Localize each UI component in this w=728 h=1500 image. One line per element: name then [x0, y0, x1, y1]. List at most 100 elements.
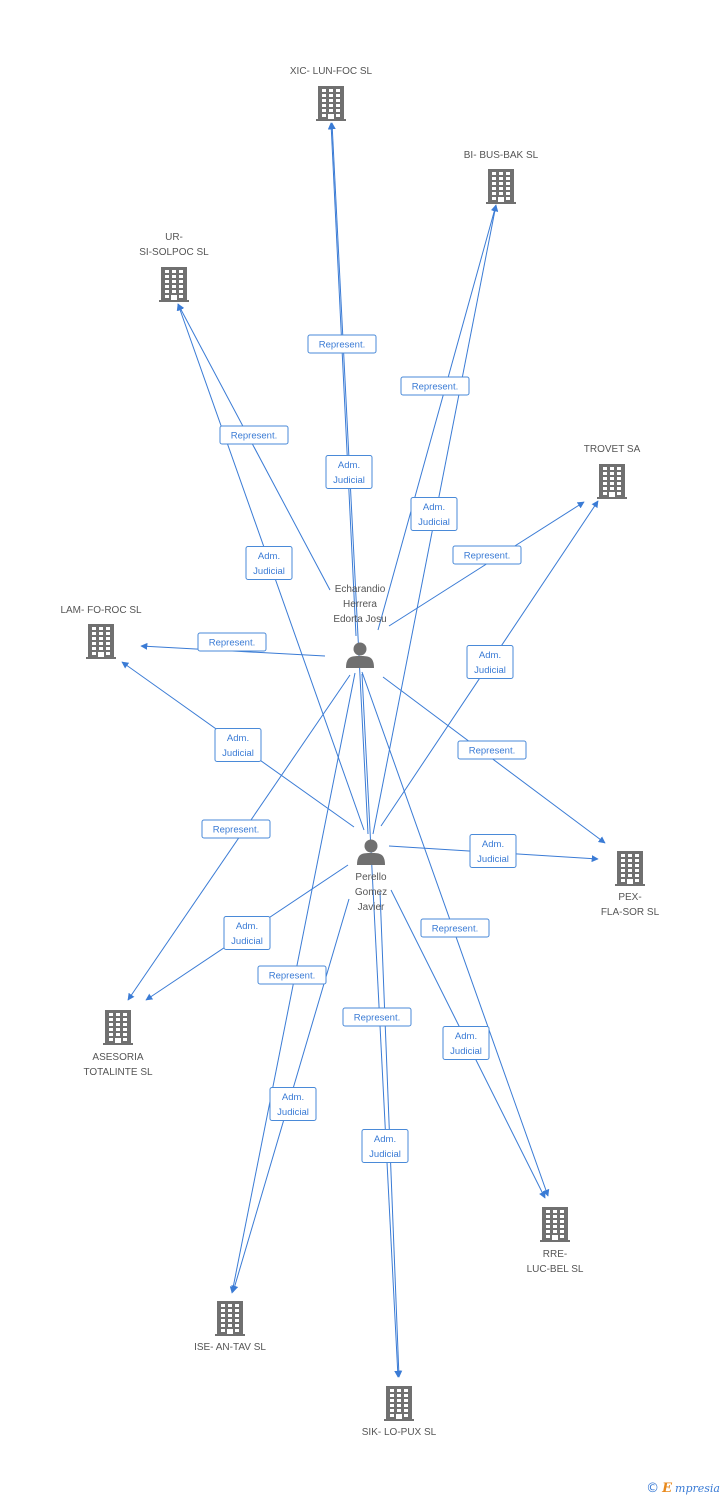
building-icon	[103, 1010, 133, 1045]
company-node-ise-an-tav-sl[interactable]: ISE- AN-TAV SL	[194, 1301, 266, 1353]
edge-label-p2-c1[interactable]: Adm.Judicial	[325, 455, 373, 489]
company-node-bi-bus-bak-sl[interactable]: BI- BUS-BAK SL	[464, 150, 539, 204]
building-icon	[86, 624, 116, 659]
edge-label-text: Represent.	[213, 825, 259, 836]
edge-label-text: Adm.	[423, 502, 445, 513]
edge-label-box	[466, 645, 514, 679]
edge-label-text: Represent.	[432, 924, 478, 935]
company-node-pex-fla-sor-sl[interactable]: PEX-FLA-SOR SL	[601, 851, 660, 918]
edge-label-text: Judicial	[474, 665, 506, 676]
edge-label-box	[325, 455, 373, 489]
company-node-xic-lun-foc-sl[interactable]: XIC- LUN-FOC SL	[290, 66, 373, 121]
edge-label-p2-c10[interactable]: Represent.	[342, 1007, 412, 1027]
building-icon	[540, 1207, 570, 1242]
edge-label-text: Represent.	[209, 638, 255, 649]
edge-label-text: Represent.	[354, 1013, 400, 1024]
edge-label-text: Judicial	[477, 854, 509, 865]
building-icon	[615, 851, 645, 886]
node-label: Herrera	[343, 599, 377, 610]
company-node-sik-lo-pux-sl[interactable]: SIK- LO-PUX SL	[362, 1386, 437, 1438]
edge-line-p1-c6	[382, 676, 606, 844]
edge-label-text: Adm.	[338, 460, 360, 471]
edge-label-box	[400, 376, 470, 396]
company-node-rre-luc-bel-sl[interactable]: RRE-LUC-BEL SL	[527, 1207, 584, 1275]
node-label: TROVET SA	[584, 444, 641, 455]
company-node-ur-si-solpoc-sl[interactable]: UR-SI-SOLPOC SL	[139, 232, 209, 302]
node-label: Gomez	[355, 887, 387, 898]
edge-label-p1-c1[interactable]: Represent.	[307, 334, 377, 354]
edge-label-text: Judicial	[231, 936, 263, 947]
node-label: TOTALINTE SL	[83, 1067, 153, 1078]
edge-label-p2-c9[interactable]: Represent.	[257, 965, 327, 985]
edge-label-p2-c2[interactable]: Adm. Judicial	[410, 497, 458, 531]
edge-label-text: Judicial	[253, 566, 285, 577]
edge-label-text: Adm.	[227, 733, 249, 744]
edge-label-box	[197, 632, 267, 652]
edge-label-p1-c6[interactable]: Represent.	[457, 740, 527, 760]
edge-label-p2-c5[interactable]: Adm.Judicial	[214, 728, 262, 762]
edge-label-text: Adm.	[282, 1092, 304, 1103]
edge-label-p1-c4[interactable]: Represent.	[452, 545, 522, 565]
edge-label-text: Adm.	[479, 650, 501, 661]
building-icon	[384, 1386, 414, 1421]
node-label: BI- BUS-BAK SL	[464, 150, 539, 161]
edge-label-box	[469, 834, 517, 868]
edge-label-box	[420, 918, 490, 938]
edge-label-p2-c7[interactable]: Adm.Judicial	[223, 916, 271, 950]
edge-label-box	[201, 819, 271, 839]
edge-label-box	[245, 546, 293, 580]
edge-label-text: Adm.	[482, 839, 504, 850]
person-icon	[346, 642, 374, 668]
edge-line-p1-c3	[177, 303, 331, 591]
edge-label-box	[257, 965, 327, 985]
building-icon	[316, 86, 346, 121]
edge-label-box	[219, 425, 289, 445]
edge-label-p1-c9[interactable]: Adm. Judicial	[269, 1087, 317, 1121]
node-label: SI-SOLPOC SL	[139, 247, 209, 258]
edge-label-text: Adm.	[374, 1134, 396, 1145]
edge-label-text: Represent.	[269, 971, 315, 982]
node-label: LUC-BEL SL	[527, 1264, 584, 1275]
node-label: Echarandio	[335, 584, 386, 595]
edge-label-p1-c2[interactable]: Represent.	[400, 376, 470, 396]
edge-label-p1-c10[interactable]: Adm. Judicial	[361, 1129, 409, 1163]
edge-labels-layer: Represent.Adm.JudicialRepresent.Adm.Judi…	[197, 334, 527, 1163]
node-label: ISE- AN-TAV SL	[194, 1342, 266, 1353]
node-label: Edorta Josu	[333, 614, 386, 625]
edge-label-text: Represent.	[231, 431, 277, 442]
edge-label-p2-c4[interactable]: Adm. Judicial	[466, 645, 514, 679]
node-label: Perello	[355, 872, 387, 883]
edge-label-text: Represent.	[469, 746, 515, 757]
edge-label-box	[361, 1129, 409, 1163]
edge-label-p2-c8[interactable]: Adm.Judicial	[442, 1026, 490, 1060]
edge-label-p1-c3[interactable]: Represent.	[219, 425, 289, 445]
edge-label-p2-c3[interactable]: Adm. Judicial	[245, 546, 293, 580]
company-node-lam-fo-roc-sl[interactable]: LAM- FO-ROC SL	[60, 605, 142, 659]
company-node-trovet-sa[interactable]: TROVET SA	[584, 444, 641, 499]
footer-brand[interactable]: © E mpresia	[646, 1481, 720, 1496]
edge-label-box	[342, 1007, 412, 1027]
edge-label-text: Represent.	[412, 382, 458, 393]
building-icon	[597, 464, 627, 499]
edge-label-p1-c7[interactable]: Represent.	[201, 819, 271, 839]
edge-label-text: Adm.	[258, 551, 280, 562]
brand-name: mpresia	[675, 1482, 720, 1495]
edge-label-box	[457, 740, 527, 760]
edge-label-p1-c5[interactable]: Represent.	[197, 632, 267, 652]
node-label: LAM- FO-ROC SL	[60, 605, 142, 616]
edge-label-text: Judicial	[450, 1046, 482, 1057]
edge-label-p2-c6[interactable]: Adm. Judicial	[469, 834, 517, 868]
edge-line-p1-c2	[377, 204, 498, 631]
edge-label-box	[452, 545, 522, 565]
edge-label-box	[307, 334, 377, 354]
edge-label-box	[410, 497, 458, 531]
node-label: FLA-SOR SL	[601, 907, 660, 918]
edge-label-p1-c8[interactable]: Represent.	[420, 918, 490, 938]
edge-label-text: Judicial	[418, 517, 450, 528]
edge-label-text: Judicial	[369, 1149, 401, 1160]
copyright-symbol: ©	[646, 1481, 660, 1496]
edge-label-text: Judicial	[277, 1107, 309, 1118]
